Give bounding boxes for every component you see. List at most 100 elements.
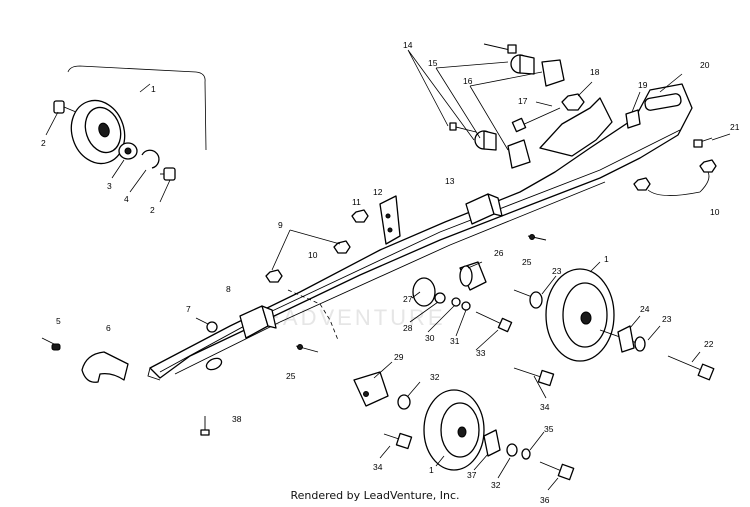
callout-16: 16 — [463, 76, 473, 86]
callout-7: 7 — [186, 304, 191, 314]
callout-31: 31 — [450, 336, 460, 346]
screw-25-right — [527, 234, 547, 241]
idler-wheel-left — [70, 99, 126, 165]
footer-credit: Rendered by LeadVenture, Inc. — [290, 489, 460, 502]
callout-4: 4 — [124, 194, 129, 204]
callout-34: 34 — [373, 462, 383, 472]
callout-9: 9 — [278, 220, 283, 230]
block-16-lower — [507, 139, 531, 169]
callout-1: 1 — [151, 84, 156, 94]
bolt-33 — [475, 311, 513, 333]
callout-13: 13 — [445, 176, 455, 186]
callout-38: 38 — [232, 414, 242, 424]
idler-assembly-top-left — [45, 65, 207, 203]
callout-8: 8 — [226, 284, 231, 294]
washer-23-right — [634, 336, 646, 352]
callout-29: 29 — [394, 352, 404, 362]
callout-24: 24 — [640, 304, 650, 314]
nut-10-left — [333, 240, 351, 254]
bolt-34-right — [513, 367, 555, 387]
callout-22: 22 — [704, 339, 714, 349]
callout-37: 37 — [467, 470, 477, 480]
slide-rail — [147, 83, 693, 381]
callout-34: 34 — [540, 402, 550, 412]
wear-pad-13 — [465, 193, 503, 225]
callout-10: 10 — [710, 207, 720, 217]
block-16-top — [541, 59, 565, 87]
nut-11 — [351, 209, 369, 223]
callout-28: 28 — [403, 323, 413, 333]
washer-23-left — [529, 291, 543, 309]
washer-31 — [461, 301, 471, 311]
callout-6: 6 — [106, 323, 111, 333]
spacer-28 — [434, 292, 446, 304]
rail-slot — [644, 93, 682, 111]
wear-pad-8 — [239, 305, 277, 339]
bearing-3 — [118, 142, 138, 160]
callout-32: 32 — [430, 372, 440, 382]
callout-17: 17 — [518, 96, 528, 106]
callout-2: 2 — [41, 138, 46, 148]
callout-20: 20 — [700, 60, 710, 70]
callout-35: 35 — [544, 424, 554, 434]
callout-23: 23 — [552, 266, 562, 276]
rail-bracket — [539, 97, 613, 157]
idler-wheel-right — [545, 268, 615, 362]
bolt-14-lower — [449, 122, 477, 133]
nut-10-right-a — [699, 159, 717, 173]
callout-1: 1 — [604, 254, 609, 264]
washer-32-right — [506, 443, 518, 457]
bolt-36 — [539, 461, 575, 481]
callout-1: 1 — [429, 465, 434, 475]
washer-32-left — [397, 394, 411, 410]
callout-27: 27 — [403, 294, 413, 304]
callout-11: 11 — [352, 197, 361, 207]
pin-5 — [41, 337, 61, 351]
callout-2: 2 — [150, 205, 155, 215]
bracket-29 — [353, 371, 389, 407]
callout-25: 25 — [522, 257, 532, 267]
rail-bumper-6 — [81, 351, 129, 383]
callout-18: 18 — [590, 67, 600, 77]
bolt-14-top — [483, 43, 517, 54]
spacer-15-top — [510, 54, 535, 75]
callout-15: 15 — [428, 58, 438, 68]
washer-35 — [521, 448, 531, 460]
nut-7 — [206, 321, 218, 333]
nut-10-right-b — [633, 177, 651, 191]
bolt-17 — [511, 107, 561, 133]
callout-14: 14 — [403, 40, 413, 50]
idler-wheel-lower — [423, 389, 485, 471]
bolt-2-upper — [53, 100, 77, 114]
washer-30 — [451, 297, 461, 307]
snap-ring-4 — [141, 149, 160, 169]
nut-9 — [265, 269, 283, 283]
callout-labels: 1 1 1 2 2 3 4 5 6 7 8 9 10 10 11 12 13 1… — [41, 40, 740, 505]
callout-5: 5 — [56, 316, 61, 326]
nut-18 — [561, 93, 585, 111]
bracket-12 — [379, 195, 401, 245]
clip-19 — [625, 109, 641, 129]
washer-27 — [412, 277, 436, 307]
screw-38 — [200, 416, 210, 436]
callout-23: 23 — [662, 314, 672, 324]
spacer-15-lower — [474, 130, 497, 151]
spacer-37 — [483, 429, 501, 457]
callout-21: 21 — [730, 122, 740, 132]
callout-10: 10 — [308, 250, 318, 260]
callout-26: 26 — [494, 248, 504, 258]
screw-25-left — [295, 344, 319, 353]
callout-30: 30 — [425, 333, 435, 343]
callout-25: 25 — [286, 371, 296, 381]
callout-32: 32 — [491, 480, 501, 490]
callout-19: 19 — [638, 80, 648, 90]
bolt-34-left — [383, 432, 413, 450]
callout-3: 3 — [107, 181, 112, 191]
callout-33: 33 — [476, 348, 486, 358]
bolt-21 — [693, 137, 713, 148]
bolt-2-lower — [160, 167, 176, 181]
callout-12: 12 — [373, 187, 383, 197]
spacer-24 — [617, 325, 635, 353]
callout-36: 36 — [540, 495, 550, 505]
